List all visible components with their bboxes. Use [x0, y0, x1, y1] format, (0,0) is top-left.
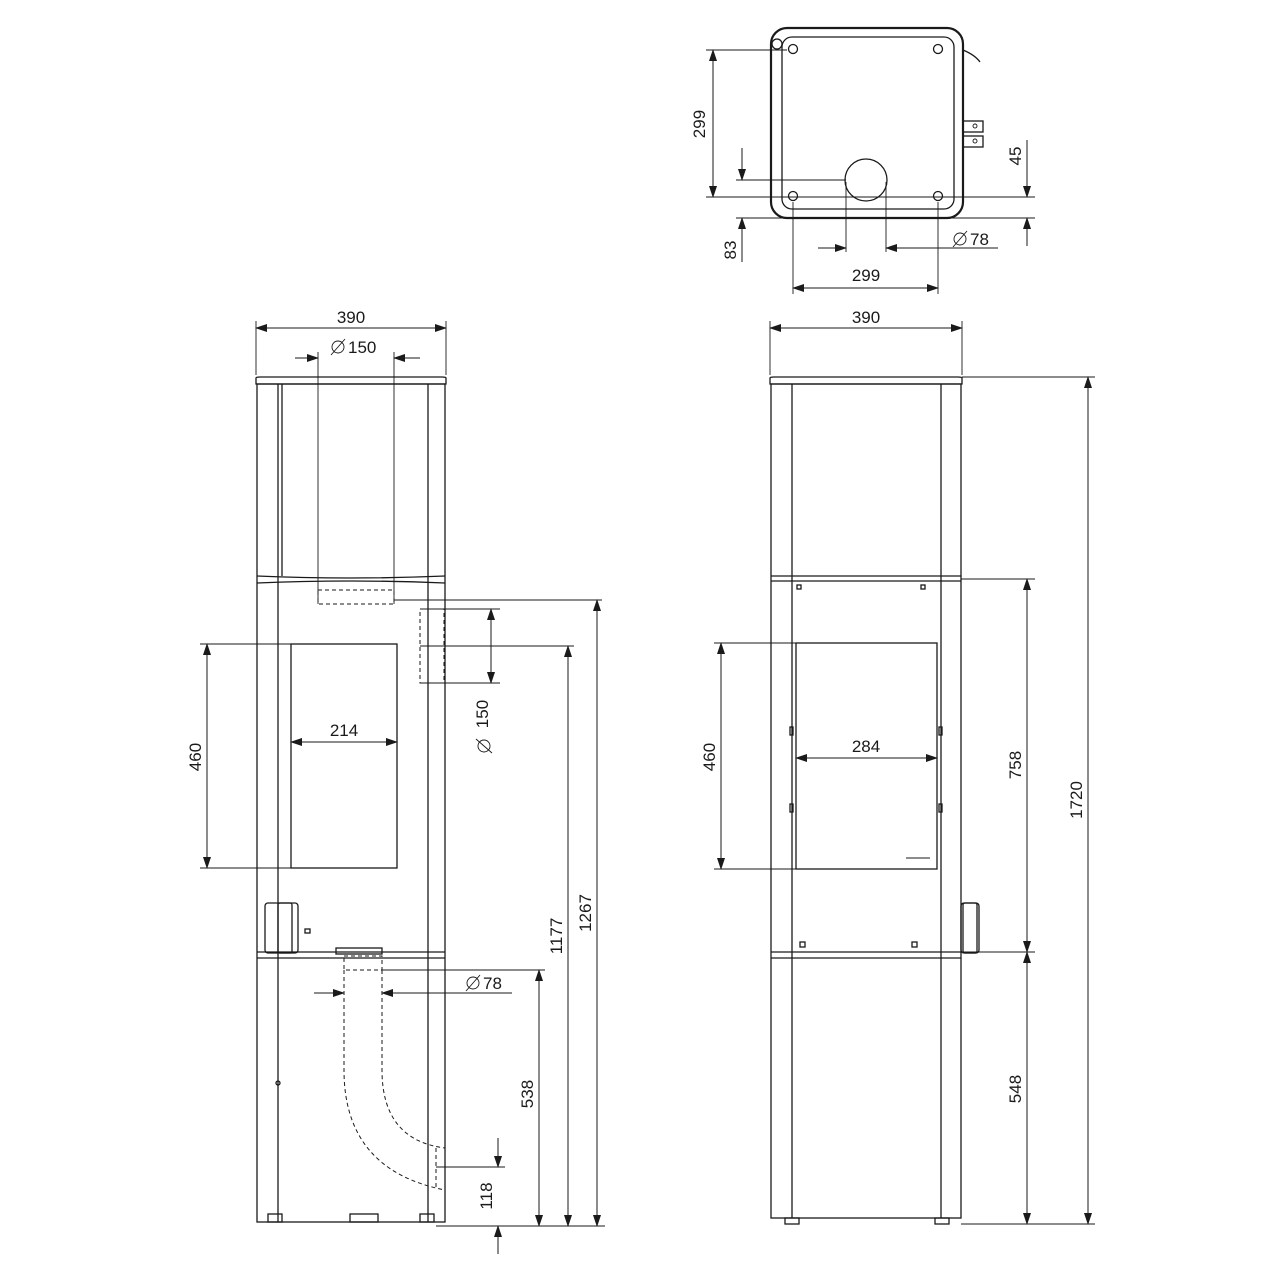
dim-side-1720: 1720 [1067, 781, 1086, 819]
dim-side-390: 390 [852, 308, 880, 327]
dim-side-758: 758 [1006, 751, 1025, 779]
front-hidden-flue-bend-inner [381, 970, 446, 1149]
front-foot-left [267, 1213, 283, 1223]
side-hinge-a [789, 726, 794, 736]
front-hidden-flue-bend-outer [343, 970, 446, 1191]
front-side-pin [275, 1080, 281, 1086]
dim-front-rear-flue-150: 150 [473, 700, 492, 728]
front-joint-upper-b [256, 580, 446, 584]
dim-front-118: 118 [477, 1182, 496, 1209]
top-view-cable [962, 49, 981, 63]
front-body-outline [256, 383, 446, 1223]
diameter-symbol-icon [475, 738, 493, 754]
side-foot-right [934, 1217, 950, 1225]
side-foot-left [784, 1217, 800, 1225]
top-view-bracket-b [962, 135, 984, 148]
front-small-knob [304, 928, 311, 934]
top-view-bolt-tl [787, 43, 799, 55]
side-door-handle [960, 902, 980, 954]
dim-side-window-284: 284 [852, 737, 880, 756]
front-view: 390 150 460 214 150 78 [186, 308, 605, 1254]
top-view-bolt-bl [787, 190, 799, 202]
dim-front-390: 390 [337, 308, 365, 327]
top-view-corner-knob [771, 38, 783, 50]
side-door-handle-grip [962, 902, 978, 954]
dim-top-299-horizontal: 299 [852, 266, 880, 285]
front-foot-center [349, 1213, 379, 1223]
top-view-bracket-hole-a [972, 123, 978, 129]
diameter-symbol-icon [952, 230, 968, 248]
side-hinge-b [789, 803, 794, 813]
dim-front-bottom-flue-78: 78 [483, 974, 502, 993]
dim-front-538: 538 [518, 1080, 537, 1108]
front-window [290, 643, 398, 869]
front-door-handle-grip [277, 902, 293, 954]
side-hinge-d [938, 803, 943, 813]
dim-front-1267: 1267 [576, 894, 595, 932]
diameter-symbol-icon [465, 974, 481, 992]
top-view-bolt-tr [932, 43, 944, 55]
dim-top-299-vertical: 299 [690, 110, 709, 138]
dim-top-45: 45 [1006, 147, 1025, 166]
side-body-outline [770, 383, 962, 1219]
front-hidden-top-flue [317, 589, 395, 605]
side-top-lid [769, 376, 963, 385]
top-view-outer-outline [769, 26, 965, 220]
dim-side-window-460: 460 [700, 743, 719, 771]
diameter-symbol-icon [330, 338, 346, 356]
front-top-lid [255, 376, 447, 385]
top-view: 299 83 45 78 299 [690, 26, 1035, 294]
dim-front-window-460: 460 [186, 743, 205, 771]
side-screw-bottom-right [911, 941, 918, 948]
side-window [795, 642, 938, 870]
top-view-bracket-hole-b [972, 138, 978, 144]
top-view-flue-outlet [844, 158, 888, 202]
top-view-bracket-a [962, 120, 984, 133]
top-view-inner-outline [781, 36, 955, 210]
side-screw-left [796, 584, 802, 590]
side-view: 390 460 284 758 548 1720 [700, 308, 1095, 1225]
front-ash-tray [335, 947, 383, 955]
dim-top-flue-78: 78 [970, 230, 989, 249]
side-hinge-c [938, 726, 943, 736]
front-joint-upper [256, 575, 446, 579]
front-door-handle [264, 902, 299, 954]
dim-side-548: 548 [1006, 1075, 1025, 1103]
dim-front-1177: 1177 [547, 918, 566, 955]
front-foot-right [419, 1213, 435, 1223]
dim-front-window-214: 214 [330, 721, 358, 740]
side-screw-right [920, 584, 926, 590]
front-hidden-bottom-flue-collar [343, 955, 383, 971]
side-screw-bottom-left [799, 941, 806, 948]
top-view-bolt-br [932, 190, 944, 202]
dim-front-top-flue-150: 150 [348, 338, 376, 357]
dim-top-83: 83 [721, 241, 740, 260]
